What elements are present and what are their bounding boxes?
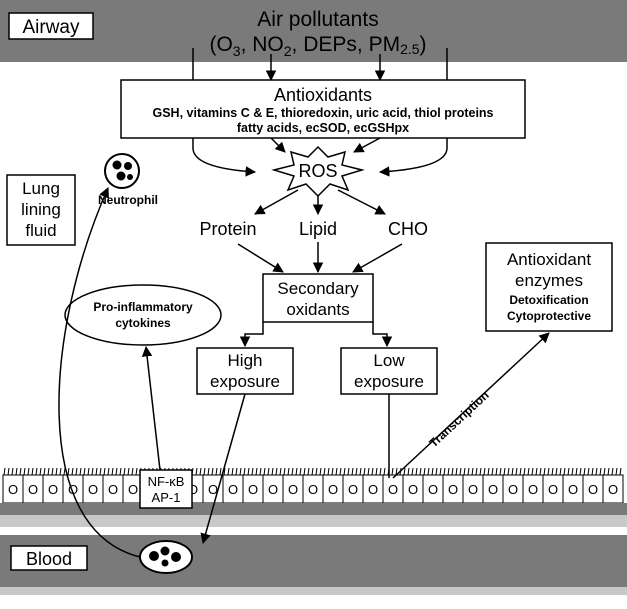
cell-nucleus: O xyxy=(508,482,518,497)
blood-neutrophil-icon xyxy=(139,540,193,574)
cell-nucleus: O xyxy=(588,482,598,497)
arrow-left-to-ros xyxy=(192,138,257,177)
secondary-line-1: Secondary xyxy=(277,279,359,298)
cell-nucleus: O xyxy=(568,482,578,497)
enzymes-line-2: enzymes xyxy=(515,271,583,290)
blood-label-box xyxy=(10,545,88,571)
cilia xyxy=(3,467,622,476)
nfkb-box xyxy=(139,469,193,509)
enzymes-line-1: Antioxidant xyxy=(507,250,591,269)
cell-nucleus: O xyxy=(288,482,298,497)
lung-lining-fluid-box xyxy=(6,174,76,246)
cell-nucleus: O xyxy=(368,482,378,497)
low-exposure-line-2: exposure xyxy=(354,372,424,391)
arrow-ros-protein xyxy=(254,189,299,215)
cell-nucleus: O xyxy=(328,482,338,497)
target-cho: CHO xyxy=(388,219,428,239)
cytokines-ellipse xyxy=(64,284,222,346)
nfkb-line-1: NF-κB xyxy=(148,474,185,489)
cell-nucleus: O xyxy=(228,482,238,497)
arrow-cho-secondary xyxy=(352,243,403,273)
pollutants-list: (O3, NO2, DEPs, PM2.5) xyxy=(209,33,426,59)
blood-band xyxy=(0,535,627,587)
transcription-label: Transcription xyxy=(426,388,491,450)
blood-band-lower xyxy=(0,587,627,595)
arrow-high-exposure-neutrophil xyxy=(200,393,246,545)
cell-nucleus: O xyxy=(428,482,438,497)
cell-nucleus: O xyxy=(248,482,258,497)
airway-label: Airway xyxy=(22,17,80,38)
target-lipid: Lipid xyxy=(299,219,337,239)
arrow-protein-secondary xyxy=(237,243,284,273)
arrow-antiox-ros-2 xyxy=(353,137,381,153)
arrow-secondary-high xyxy=(239,322,264,348)
interstitium-gap xyxy=(0,527,627,535)
cell-nucleus: O xyxy=(48,482,58,497)
high-exposure-line-2: exposure xyxy=(210,372,280,391)
neutrophil-label: Neutrophil xyxy=(98,193,158,207)
arrow-secondary-low xyxy=(372,322,393,348)
cell-nucleus: O xyxy=(108,482,118,497)
cell-nucleus: O xyxy=(408,482,418,497)
cell-nucleus: O xyxy=(468,482,478,497)
enzymes-line-3: Detoxification xyxy=(509,293,588,307)
antioxidants-title: Antioxidants xyxy=(274,85,372,105)
cell-nucleus: O xyxy=(268,482,278,497)
lung-fluid-line-2: lining xyxy=(21,200,61,219)
antioxidants-list-1: GSH, vitamins C & E, thioredoxin, uric a… xyxy=(152,106,493,120)
cell-nucleus: O xyxy=(188,482,198,497)
cell-nucleus: O xyxy=(208,482,218,497)
cell-nucleus: O xyxy=(128,482,138,497)
neutrophil-icon xyxy=(104,153,140,189)
blood-label: Blood xyxy=(26,549,72,569)
arrow-antiox-ros-1 xyxy=(270,137,286,153)
interstitium-band xyxy=(0,515,627,527)
cell-nucleus: O xyxy=(8,482,18,497)
antioxidant-enzymes-box xyxy=(485,242,613,332)
cell-nucleus: O xyxy=(88,482,98,497)
antioxidants-box xyxy=(120,79,526,139)
cytokines-line-2: cytokines xyxy=(115,316,171,330)
arrow-nfkb-cytokines xyxy=(141,345,161,471)
lung-fluid-line-1: Lung xyxy=(22,179,60,198)
cell-nucleus: O xyxy=(448,482,458,497)
airway-label-box xyxy=(8,12,94,40)
lung-fluid-line-3: fluid xyxy=(25,221,56,240)
secondary-oxidants-box xyxy=(262,273,374,323)
cell-nucleus: O xyxy=(528,482,538,497)
cell-nucleus: O xyxy=(548,482,558,497)
target-protein: Protein xyxy=(199,219,256,239)
cell-nucleus: O xyxy=(488,482,498,497)
low-exposure-line-1: Low xyxy=(373,351,405,370)
low-exposure-box xyxy=(340,347,438,395)
arrow-neutrophil-recruitment xyxy=(58,187,141,558)
cell-nucleus: O xyxy=(608,482,618,497)
arrow-right-to-ros xyxy=(378,138,448,177)
cell-nucleus: O xyxy=(388,482,398,497)
arrow-ros-cho xyxy=(337,189,386,215)
antioxidants-list-2: fatty acids, ecSOD, ecGSHpx xyxy=(237,121,409,135)
airway-band xyxy=(0,0,627,62)
nfkb-line-2: AP-1 xyxy=(152,490,181,505)
basement-band xyxy=(0,503,627,515)
secondary-line-2: oxidants xyxy=(286,300,349,319)
ros-label: ROS xyxy=(298,161,337,181)
pollutants-title: Air pollutants xyxy=(257,8,378,31)
cell-nucleus: O xyxy=(68,482,78,497)
cytokines-line-1: Pro-inflammatory xyxy=(93,300,193,314)
cell-nucleus: O xyxy=(348,482,358,497)
arrow-transcription xyxy=(392,332,550,479)
cell-nucleus: O xyxy=(308,482,318,497)
enzymes-line-4: Cytoprotective xyxy=(507,309,591,323)
cell-nucleus: O xyxy=(28,482,38,497)
high-exposure-line-1: High xyxy=(228,351,263,370)
